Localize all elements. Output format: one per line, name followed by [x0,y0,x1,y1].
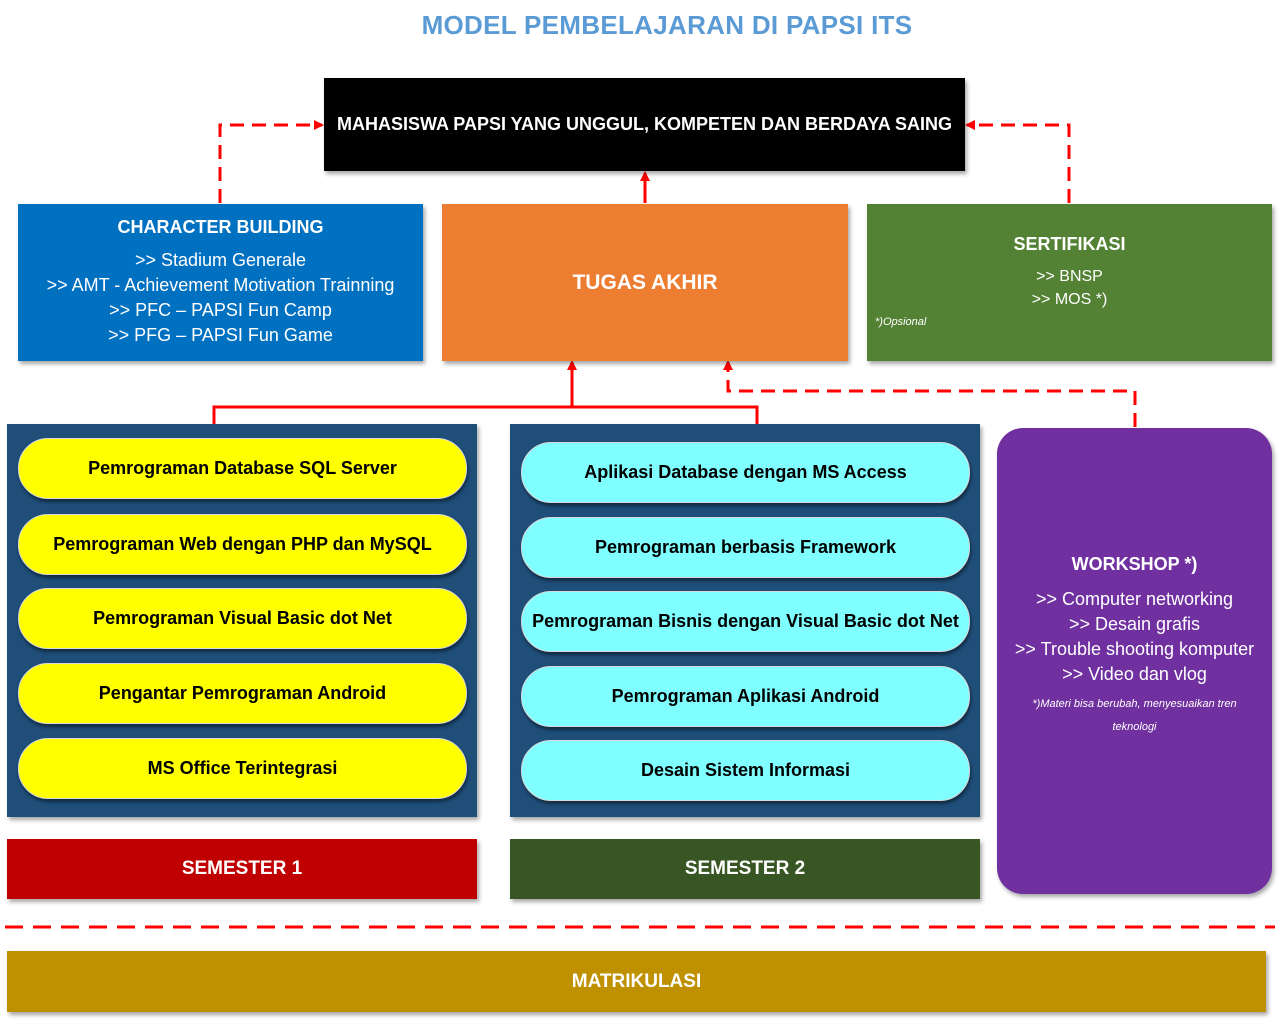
sertifikasi-box: SERTIFIKASI >> BNSP >> MOS *) *)Opsional [867,204,1272,361]
cb-item: >> PFG – PAPSI Fun Game [108,325,333,345]
workshop-heading: WORKSHOP *) [1071,553,1198,574]
tugas-akhir-label: TUGAS AKHIR [572,270,718,294]
semesters-to-ta-connector [212,405,759,424]
matrikulasi-label: MATRIKULASI [571,970,702,992]
semester2-courses-panel: Aplikasi Database dengan MS Access Pemro… [510,424,980,817]
cb-item: >> Stadium Generale [134,250,307,270]
semester1-label: SEMESTER 1 [181,858,303,879]
workshop-item: >> Trouble shooting komputer [1014,638,1255,659]
sertifikasi-note: *)Opsional [875,316,927,328]
sertifikasi-heading: SERTIFIKASI [1013,234,1126,254]
workshop-item: >> Video dan vlog [1062,663,1207,684]
course-item: Pemrograman Web dengan PHP dan MySQL [18,514,467,575]
course-item: Aplikasi Database dengan MS Access [521,442,970,503]
goal-label: MAHASISWA PAPSI YANG UNGGUL, KOMPETEN DA… [336,114,953,134]
sertifikasi-item: >> BNSP [1036,268,1103,285]
semester2-bar: SEMESTER 2 [510,839,980,899]
sert-to-goal-arrow [965,120,1071,203]
semester1-bar: SEMESTER 1 [7,839,477,899]
semester1-courses-panel: Pemrograman Database SQL Server Pemrogra… [7,424,477,817]
diagram-title: MODEL PEMBELAJARAN DI PAPSI ITS [421,10,913,40]
semester2-label: SEMESTER 2 [684,858,806,879]
course-item: Pengantar Pemrograman Android [18,663,467,724]
character-building-box: CHARACTER BUILDING >> Stadium Generale >… [18,204,423,361]
course-item: Desain Sistem Informasi [521,740,970,801]
workshop-box: WORKSHOP *) >> Computer networking >> De… [997,428,1272,894]
workshop-to-ta-arrow [723,360,1137,427]
course-item: Pemrograman Database SQL Server [18,438,467,499]
goal-box: MAHASISWA PAPSI YANG UNGGUL, KOMPETEN DA… [324,78,965,171]
matrikulasi-bar: MATRIKULASI [7,951,1266,1012]
cb-item: >> PFC – PAPSI Fun Camp [109,300,332,320]
tugas-akhir-box: TUGAS AKHIR [442,204,848,361]
course-item: Pemrograman Visual Basic dot Net [18,588,467,649]
course-item: Pemrograman Aplikasi Android [521,666,970,727]
cb-to-goal-arrow [218,120,324,203]
course-item: Pemrograman Bisnis dengan Visual Basic d… [521,591,970,652]
workshop-item: >> Computer networking [1035,588,1234,609]
course-item: Pemrograman berbasis Framework [521,517,970,578]
character-building-heading: CHARACTER BUILDING [117,217,324,237]
sertifikasi-item: >> MOS *) [1031,291,1108,308]
workshop-item: >> Desain grafis [1068,613,1201,634]
course-item: MS Office Terintegrasi [18,738,467,799]
cb-item: >> AMT - Achievement Motivation Trainnin… [46,275,395,295]
workshop-note: *)Materi bisa berubah, menyesuaikan tren… [1032,697,1237,733]
